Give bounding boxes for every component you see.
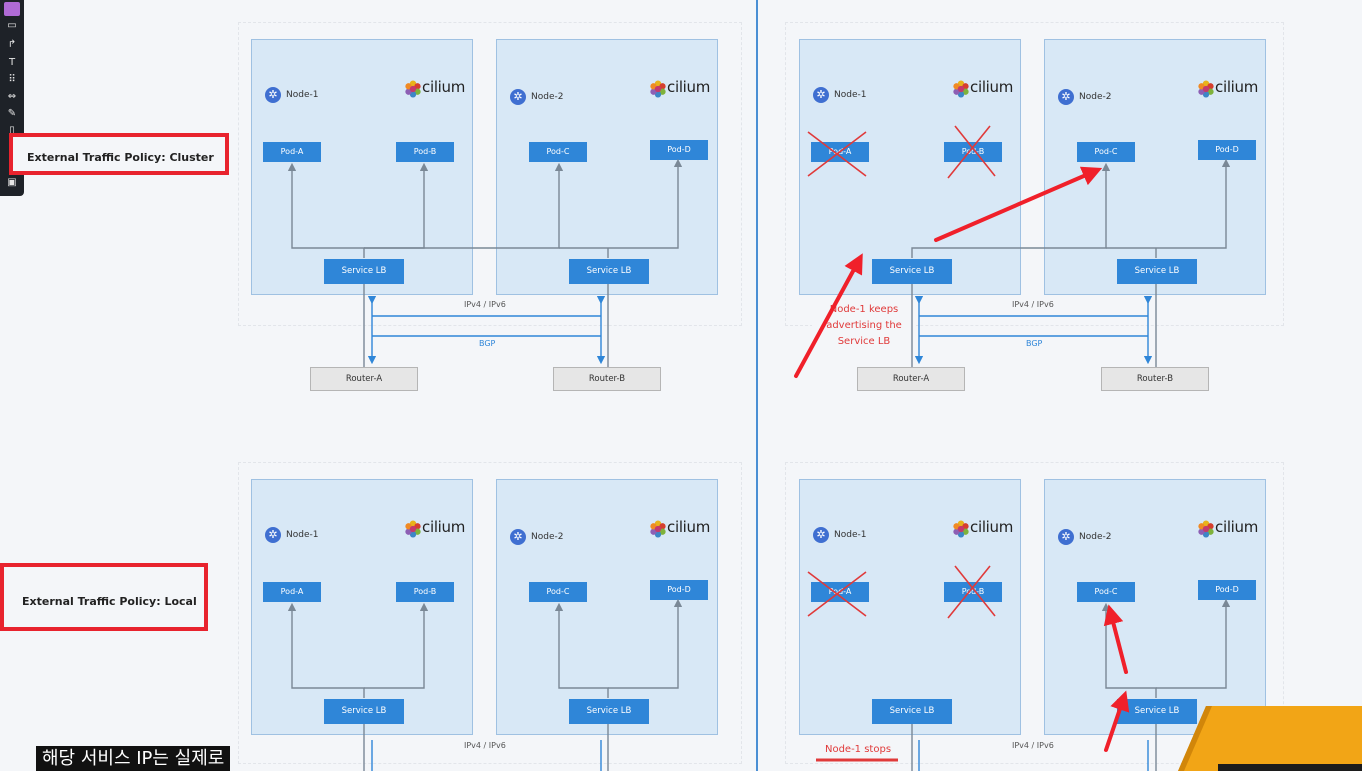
note-line: Node-1 keeps bbox=[829, 304, 899, 315]
service-lb: Service LB bbox=[872, 259, 952, 284]
arrow-tool-icon[interactable]: ↱ bbox=[7, 39, 17, 50]
cilium-wordmark: cilium bbox=[422, 518, 466, 536]
cilium-wordmark: cilium bbox=[970, 518, 1014, 536]
cluster-policy-highlight: External Traffic Policy: Cluster bbox=[9, 133, 229, 175]
service-lb: Service LB bbox=[324, 699, 404, 724]
node-label: Node-1 bbox=[834, 90, 867, 100]
pod-d: Pod-D bbox=[650, 580, 708, 600]
bgp-label: BGP bbox=[1026, 339, 1043, 348]
grid-tool-icon[interactable]: ⠿ bbox=[8, 74, 16, 85]
pod-d: Pod-D bbox=[650, 140, 708, 160]
service-lb: Service LB bbox=[324, 259, 404, 284]
link-tool-icon[interactable]: ⇔ bbox=[7, 91, 17, 102]
kubernetes-icon: ✲ bbox=[510, 89, 526, 105]
kubernetes-icon: ✲ bbox=[265, 87, 281, 103]
pod-b: Pod-B bbox=[944, 142, 1002, 162]
pod-b: Pod-B bbox=[396, 582, 454, 602]
router-b: Router-B bbox=[1101, 367, 1209, 391]
cilium-wordmark: cilium bbox=[970, 78, 1014, 96]
local-policy-label: External Traffic Policy: Local bbox=[22, 595, 197, 608]
pod-c: Pod-C bbox=[529, 142, 587, 162]
node-label: Node-2 bbox=[1079, 532, 1112, 542]
node-label: Node-1 bbox=[286, 90, 319, 100]
pod-b: Pod-B bbox=[944, 582, 1002, 602]
node-stops-note: Node-1 stops bbox=[824, 744, 892, 755]
router-a: Router-A bbox=[310, 367, 418, 391]
node-1-box: ✲ Node-1 cilium Pod-A Pod-B Service LB bbox=[799, 39, 1021, 295]
cilium-logo-icon bbox=[953, 520, 969, 538]
panel-frame bbox=[785, 22, 1284, 326]
cluster-policy-label: External Traffic Policy: Cluster bbox=[27, 151, 214, 164]
panel-frame bbox=[238, 462, 742, 764]
service-lb: Service LB bbox=[1117, 259, 1197, 284]
ip-family-label: IPv4 / IPv6 bbox=[1012, 741, 1054, 750]
ip-family-label: IPv4 / IPv6 bbox=[1012, 300, 1054, 309]
note-line: Service LB bbox=[837, 336, 891, 347]
service-lb: Service LB bbox=[569, 259, 649, 284]
broadcast-corner-banner bbox=[1178, 706, 1362, 771]
cilium-logo-icon bbox=[405, 520, 421, 538]
pod-a: Pod-A bbox=[263, 582, 321, 602]
pod-c: Pod-C bbox=[1077, 582, 1135, 602]
cilium-logo-icon bbox=[1198, 520, 1214, 538]
bgp-label: BGP bbox=[479, 339, 496, 348]
cilium-logo-icon bbox=[1198, 80, 1214, 98]
note-line: advertising the bbox=[826, 320, 902, 331]
cilium-wordmark: cilium bbox=[422, 78, 466, 96]
pod-c: Pod-C bbox=[1077, 142, 1135, 162]
kubernetes-icon: ✲ bbox=[1058, 89, 1074, 105]
cilium-wordmark: cilium bbox=[1215, 78, 1259, 96]
cilium-wordmark: cilium bbox=[1215, 518, 1259, 536]
cilium-logo-icon bbox=[953, 80, 969, 98]
pod-c: Pod-C bbox=[529, 582, 587, 602]
color-swatch-icon[interactable] bbox=[4, 2, 20, 16]
ip-family-label: IPv4 / IPv6 bbox=[464, 300, 506, 309]
panel-frame bbox=[785, 462, 1284, 764]
pod-d: Pod-D bbox=[1198, 140, 1256, 160]
node-1-box: ✲ Node-1 cilium Pod-A Pod-B Service LB bbox=[799, 479, 1021, 735]
node-label: Node-2 bbox=[531, 532, 564, 542]
cilium-logo-icon bbox=[650, 520, 666, 538]
cilium-wordmark: cilium bbox=[667, 518, 711, 536]
kubernetes-icon: ✲ bbox=[265, 527, 281, 543]
video-subtitle: 해당 서비스 IP는 실제로 bbox=[36, 746, 231, 771]
router-a: Router-A bbox=[857, 367, 965, 391]
node-label: Node-1 bbox=[834, 530, 867, 540]
pod-a: Pod-A bbox=[263, 142, 321, 162]
service-lb: Service LB bbox=[872, 699, 952, 724]
kubernetes-icon: ✲ bbox=[813, 87, 829, 103]
node-label: Node-2 bbox=[531, 92, 564, 102]
kubernetes-icon: ✲ bbox=[510, 529, 526, 545]
text-tool-icon[interactable]: T bbox=[8, 57, 16, 68]
pod-b: Pod-B bbox=[396, 142, 454, 162]
ip-family-label: IPv4 / IPv6 bbox=[464, 741, 506, 750]
node-label: Node-2 bbox=[1079, 92, 1112, 102]
service-lb: Service LB bbox=[1117, 699, 1197, 724]
local-policy-highlight: External Traffic Policy: Local bbox=[0, 563, 208, 631]
node-1-box: ✲ Node-1 cilium Pod-A Pod-B Service LB bbox=[251, 479, 473, 735]
node-label: Node-1 bbox=[286, 530, 319, 540]
eraser-tool-icon[interactable]: ▯ bbox=[9, 125, 15, 136]
router-b: Router-B bbox=[553, 367, 661, 391]
rectangle-tool-icon[interactable]: ▭ bbox=[7, 20, 17, 31]
kubernetes-icon: ✲ bbox=[813, 527, 829, 543]
service-lb: Service LB bbox=[569, 699, 649, 724]
page-divider bbox=[756, 0, 758, 771]
cilium-logo-icon bbox=[650, 80, 666, 98]
pod-d: Pod-D bbox=[1198, 580, 1256, 600]
cilium-wordmark: cilium bbox=[667, 78, 711, 96]
save-tool-icon[interactable]: ▣ bbox=[7, 177, 17, 188]
panel-frame bbox=[238, 22, 742, 326]
pen-tool-icon[interactable]: ✎ bbox=[7, 108, 17, 119]
kubernetes-icon: ✲ bbox=[1058, 529, 1074, 545]
keeps-advertising-note: Node-1 keeps advertising the Service LB bbox=[812, 302, 916, 350]
cilium-logo-icon bbox=[405, 80, 421, 98]
